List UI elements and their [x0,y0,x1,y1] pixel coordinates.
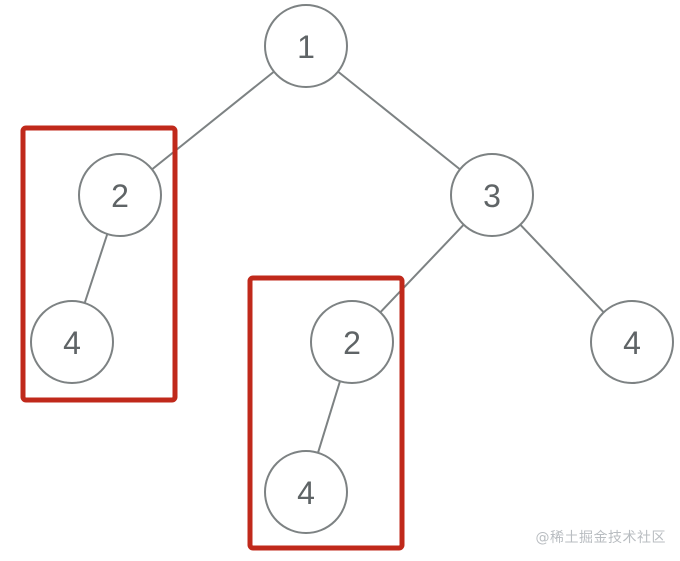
watermark-text: @稀土掘金技术社区 [535,530,666,546]
duplicate-subtree-box-left [20,125,178,403]
tree-nodes: 1 2 3 4 2 4 4 [30,4,674,534]
tree-node-label: 2 [111,178,129,214]
tree-node-circle [78,153,162,237]
tree-edge-n2-n4a [83,233,109,304]
tree-edge-n3-n4b [519,224,605,313]
highlight-boxes [20,125,405,551]
tree-node-circle [264,4,348,88]
tree-node-label: 3 [483,178,501,214]
tree-edge-n1-n3 [337,70,461,171]
tree-node-left-child-4: 4 [30,300,114,384]
tree-node-label: 1 [297,29,315,65]
tree-node-circle [264,450,348,534]
tree-node-label: 2 [343,325,361,361]
tree-node-label: 4 [63,325,81,361]
tree-node-root-1: 1 [264,4,348,88]
tree-node-label: 4 [623,325,641,361]
tree-edge-n2b-n4c [317,380,341,454]
tree-edge-n3-n2b [379,224,465,313]
tree-node-label: 4 [297,475,315,511]
tree-edge-n1-n2 [151,70,275,171]
tree-node-right-left-2: 2 [310,300,394,384]
tree-node-left-2: 2 [78,153,162,237]
tree-node-right-left-child-4: 4 [264,450,348,534]
tree-node-circle [450,153,534,237]
tree-node-right-3: 3 [450,153,534,237]
tree-node-circle [310,300,394,384]
tree-node-circle [30,300,114,384]
tree-node-circle [590,300,674,384]
tree-edges [83,70,605,454]
duplicate-subtree-box-right [247,275,405,551]
tree-node-right-right-4: 4 [590,300,674,384]
